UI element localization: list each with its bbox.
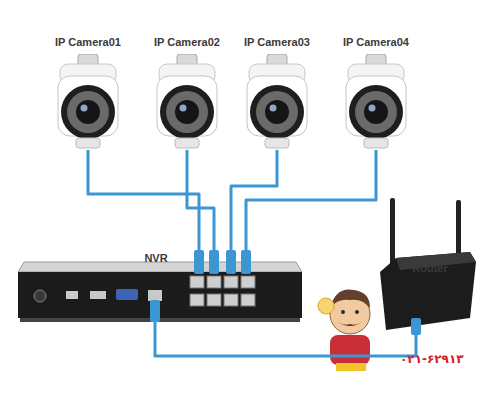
lan-port [148, 290, 162, 301]
router-node: Router [372, 192, 480, 335]
rj45-plug [226, 250, 236, 274]
usb-port [66, 291, 78, 299]
network-cable [187, 150, 214, 250]
rj45-plug [209, 250, 219, 274]
camera-illustration [58, 54, 118, 148]
rj45-port [241, 276, 255, 288]
camera-illustration [247, 54, 307, 148]
network-cable [246, 150, 376, 250]
mascot-bulb [318, 298, 334, 314]
rj45-plug [411, 318, 421, 335]
rj45-port [207, 276, 221, 288]
mascot-hair [330, 289, 370, 308]
camera-node: IP Camera02 [144, 34, 230, 150]
rj45-plug [150, 300, 160, 322]
nvr-node: NVR [18, 250, 302, 322]
mascot-moustache [338, 322, 362, 326]
power-button [34, 290, 46, 302]
poe-ports [190, 276, 255, 306]
network-cable [155, 322, 416, 356]
mascot-sign [336, 363, 366, 371]
camera-illustration [346, 54, 406, 148]
camera-node: IP Camera03 [234, 34, 320, 150]
router-body [380, 252, 476, 330]
vga-port [116, 289, 138, 300]
router-antenna [390, 198, 395, 270]
hdmi-port [90, 291, 106, 299]
camera-node: IP Camera04 [333, 34, 419, 150]
network-cable [88, 150, 199, 250]
watermark-band [394, 350, 486, 368]
rj45-port [224, 276, 238, 288]
rj45-port [241, 294, 255, 306]
node-heading: IP Camera04 [333, 36, 419, 49]
rj45-port [190, 294, 204, 306]
rj45-port [224, 294, 238, 306]
camera-illustration [157, 54, 217, 148]
mascot-eye [341, 310, 345, 314]
node-heading: IP Camera03 [234, 36, 320, 49]
network-cable [231, 150, 277, 250]
mascot-eye [355, 310, 359, 314]
mascot-body [330, 335, 370, 365]
rj45-plug [241, 250, 251, 274]
watermark-phone: ۰۲۱-۶۲۹۱۳ [400, 352, 464, 366]
rj45-plug [194, 250, 204, 274]
rj45-port [190, 276, 204, 288]
node-heading: Router [400, 262, 460, 275]
watermark-mascot [318, 289, 370, 371]
rj45-port [207, 294, 221, 306]
camera-node: IP Camera01 [45, 34, 131, 150]
node-heading: IP Camera02 [144, 36, 230, 49]
node-heading: IP Camera01 [45, 36, 131, 49]
node-heading: NVR [126, 252, 186, 265]
